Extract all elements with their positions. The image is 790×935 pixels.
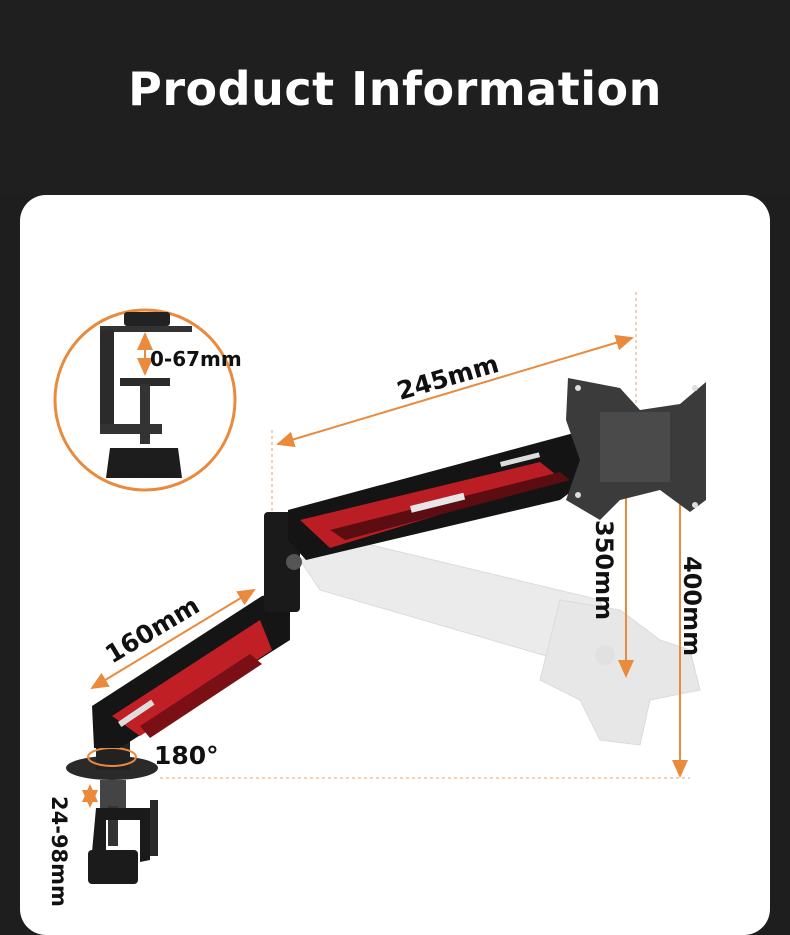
page-title: Product Information xyxy=(128,62,662,116)
clamp-range-label: 0-67mm xyxy=(150,347,242,371)
rotation-label: 180° xyxy=(154,741,219,770)
upper-arm xyxy=(288,430,600,560)
product-diagram: 0-67mm 245mm 160mm 350mm 400mm 180° 24-9… xyxy=(47,292,706,907)
clamp-inset xyxy=(53,308,237,492)
vesa-plate xyxy=(566,378,706,520)
ghost-arm xyxy=(299,539,701,746)
desk-clamp-label: 24-98mm xyxy=(47,796,71,907)
upper-arm-arrow xyxy=(276,334,634,448)
header-bar: Product Information xyxy=(0,0,790,195)
vesa-height-label: 350mm xyxy=(590,520,618,620)
lower-arm-arrow xyxy=(90,588,256,690)
total-height-label: 400mm xyxy=(678,556,706,656)
lower-arm xyxy=(92,590,290,748)
upper-arm-label: 245mm xyxy=(394,349,502,406)
